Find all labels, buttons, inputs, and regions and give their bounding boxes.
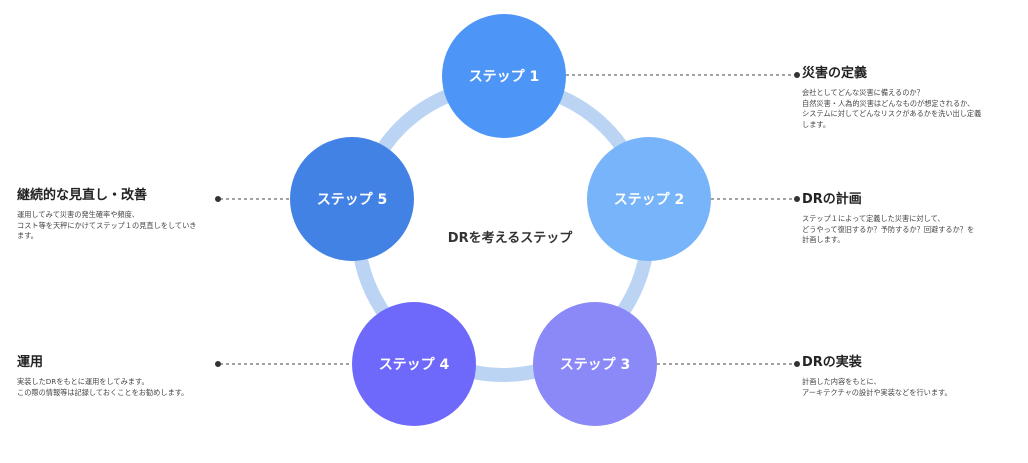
- step-2-title: DRの計画: [802, 192, 862, 207]
- connector-dot-step4: [215, 361, 221, 367]
- step-5-title: 継続的な見直し・改善: [17, 188, 148, 203]
- step-2-circle: ステップ 2: [587, 137, 711, 261]
- step-4-description: 運用 実装したDRをもとに運用をしてみます。 この際の情報等は記録しておくことを…: [17, 355, 188, 398]
- step-3-label: ステップ 3: [559, 357, 631, 373]
- step-4-body: 実装したDRをもとに運用をしてみます。 この際の情報等は記録しておくことをお勧め…: [17, 377, 188, 398]
- connector-dot-step5: [215, 196, 221, 202]
- step-5-label: ステップ 5: [316, 192, 388, 208]
- step-1-label: ステップ 1: [468, 69, 540, 85]
- step-1-description: 災害の定義 会社としてどんな災害に備えるのか？ 自然災害・人為的災害はどんなもの…: [802, 66, 981, 130]
- step-2-description: DRの計画 ステップ１によって定義した災害に対して、 どうやって復旧するか？予防…: [802, 192, 974, 246]
- step-3-circle: ステップ 3: [533, 302, 657, 426]
- step-4-line: 実装したDRをもとに運用をしてみます。: [17, 377, 149, 386]
- connector-dot-step3: [794, 361, 800, 367]
- step-2-line: 計画します。: [802, 235, 845, 244]
- connector-dot-step2: [794, 196, 800, 202]
- step-2-body: ステップ１によって定義した災害に対して、 どうやって復旧するか？予防するか？回避…: [802, 214, 974, 246]
- step-5-circle: ステップ 5: [290, 137, 414, 261]
- step-1-line: 会社としてどんな災害に備えるのか？: [802, 88, 924, 97]
- step-3-title: DRの実装: [802, 355, 862, 370]
- step-3-line: アーキテクチャの設計や実装などを行います。: [802, 387, 952, 397]
- step-5-body: 運用してみて災害の発生確率や頻度、 コスト等を天秤にかけてステップ１の見直しをし…: [17, 210, 196, 242]
- step-1-line: します。: [802, 119, 831, 129]
- step-3-description: DRの実装 計画した内容をもとに、 アーキテクチャの設計や実装などを行います。: [802, 355, 952, 398]
- connector-dot-step1: [794, 72, 800, 78]
- step-4-title: 運用: [17, 355, 44, 370]
- step-2-line: ステップ１によって定義した災害に対して、: [802, 214, 945, 223]
- step-1-circle: ステップ 1: [442, 14, 566, 138]
- center-label: DRを考えるステップ: [447, 231, 573, 246]
- step-1-line: システムに対してどんなリスクがあるかを洗い出し定義: [802, 109, 982, 118]
- step-5-line: ます。: [17, 231, 38, 240]
- step-2-line: どうやって復旧するか？予防するか？回避するか？を: [802, 224, 975, 234]
- step-2-label: ステップ 2: [613, 192, 685, 208]
- step-3-body: 計画した内容をもとに、 アーキテクチャの設計や実装などを行います。: [802, 377, 952, 398]
- step-4-label: ステップ 4: [378, 357, 450, 373]
- step-1-line: 自然災害・人為的災害はどんなものが想定されるか、: [802, 98, 975, 108]
- step-1-title: 災害の定義: [802, 66, 868, 81]
- step-5-description: 継続的な見直し・改善 運用してみて災害の発生確率や頻度、 コスト等を天秤にかけて…: [17, 188, 196, 242]
- step-3-line: 計画した内容をもとに、: [802, 377, 881, 386]
- step-5-line: 運用してみて災害の発生確率や頻度、: [17, 210, 139, 219]
- step-4-line: この際の情報等は記録しておくことをお勧めします。: [17, 387, 189, 397]
- step-4-circle: ステップ 4: [352, 302, 476, 426]
- step-5-line: コスト等を天秤にかけてステップ１の見直しをしていき: [17, 220, 197, 230]
- step-1-body: 会社としてどんな災害に備えるのか？ 自然災害・人為的災害はどんなものが想定される…: [802, 88, 981, 130]
